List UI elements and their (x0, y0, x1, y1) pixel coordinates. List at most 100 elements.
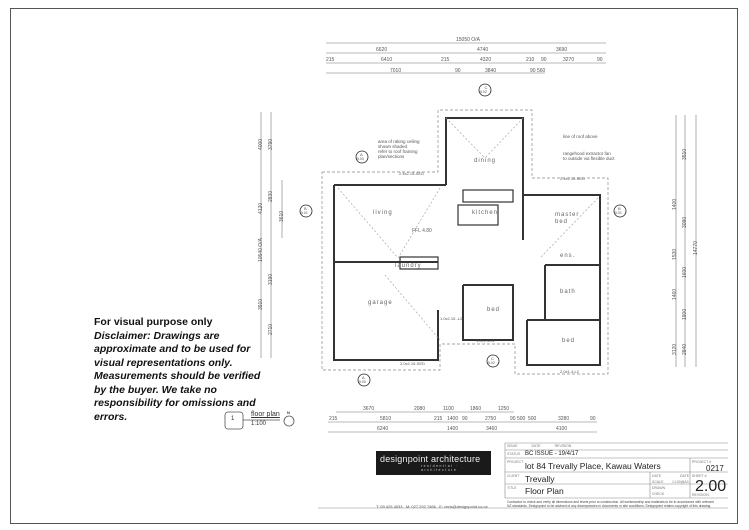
tb-drawn-label: drawn (652, 486, 666, 490)
tb-status: BC ISSUE - 19/4/17 (525, 451, 579, 457)
section-marker-b-left-sheet: 5.01 (301, 211, 308, 215)
dim-right-1: 3090 (682, 216, 688, 228)
dim-top-r2-2: 215 (441, 57, 450, 63)
dim-left-c0: 3910 (258, 298, 264, 310)
dim-bottom-r2-1: 5810 (380, 416, 392, 422)
drawing-scale: 1:100 (251, 421, 267, 427)
drawing-title: floor plan (251, 411, 280, 418)
dim-top-r3-1: 90 (455, 68, 461, 74)
dim-top-r2-3: 4320 (480, 57, 492, 63)
disclaimer: For visual purpose only Disclaimer: Draw… (94, 316, 260, 424)
disclaimer-heading: For visual purpose only (94, 316, 213, 328)
section-marker-b-right-sheet: 5.01 (615, 211, 622, 215)
section-marker-a-bottom: A (362, 375, 365, 380)
section-marker-c-top: C (484, 85, 488, 90)
dim-top-1: 6620 (376, 47, 388, 53)
tb-scale-label: scale (652, 480, 664, 484)
dim-top-r2-7: 90 (597, 57, 603, 63)
dim-left-overall: 10540 O/A (258, 238, 264, 262)
dim-bottom-r2-2: 215 (434, 416, 443, 422)
dim-bottom-r1-4: 1250 (498, 406, 510, 412)
room-label-laundry: laundry (395, 263, 422, 269)
dim-top-r2-5: 90 (541, 57, 547, 63)
drawing-number: 1 (231, 416, 235, 422)
room-label-dining: dining (474, 158, 497, 164)
dim-bottom-r2-4: 90 (462, 416, 468, 422)
window-tag: 1.0x2.15 -L2 (440, 316, 463, 321)
room-label-living: living (373, 210, 393, 216)
dim-top-r2-6: 3270 (563, 57, 575, 63)
dim-bottom-r2-5: 2750 (485, 416, 497, 422)
dim-left-b1: 2830 (268, 190, 274, 202)
dim-top-3: 3690 (556, 47, 568, 53)
dim-top-r2-0: 215 (326, 57, 335, 63)
tb-check-label: check (652, 492, 665, 496)
window-tag: 2.0x1.4-L2 (560, 369, 579, 374)
tb-sheet-no: 2.00 (695, 478, 727, 495)
note-raking-ceiling: area of raking ceiling shown shaded refe… (378, 139, 420, 159)
note-line: shown shaded (378, 144, 408, 149)
dim-bottom-r3-0: 6240 (377, 426, 389, 432)
room-label-garage: garage (368, 300, 393, 306)
dim-left-c2: 2710 (268, 323, 274, 335)
dim-bottom-r2-8: 500 (528, 416, 537, 422)
room-label-bed-2: bed (562, 338, 576, 344)
dim-overall-top: 15050 O/A (456, 37, 480, 43)
contact-line: T: 09 425 4533 M: 027 292 7466 E: chris@… (376, 504, 488, 509)
dim-bottom-r2-0: 215 (329, 416, 338, 422)
disclaimer-line: by the buyer. We take no (94, 383, 217, 396)
dim-right-4: 2840 (682, 343, 688, 355)
dim-left-b2: 3610 (279, 210, 285, 222)
section-marker-b-left: B (304, 206, 307, 211)
disclaimer-line: Disclaimer: Drawings are (94, 329, 220, 342)
room-label-ensuite: ens. (560, 253, 576, 259)
window-tag: 2.4x2.15-SED (560, 176, 585, 181)
tb-project: lot 84 Trevally Place, Kawau Waters (525, 461, 661, 471)
tb-project-label: project (507, 460, 524, 464)
window-tag: 2.4x2.15-SED (399, 171, 424, 176)
window-tag: 1.8x1.4-L2 (476, 338, 495, 343)
dim-bottom-r3-2: 3460 (486, 426, 498, 432)
note-line: to outside via flexible duct (563, 156, 615, 161)
dim-right-2: 1600 (682, 266, 688, 278)
dim-bottom-r2-9: 3280 (558, 416, 570, 422)
dim-top-r3-0: 7010 (390, 68, 402, 74)
dim-left-c1: 3190 (268, 273, 274, 285)
dim-bottom-r2-7: 500 (517, 416, 526, 422)
dim-right-8: 3120 (672, 343, 678, 355)
note-line: plan/sections (378, 154, 405, 159)
tb-header-revision: revision (554, 444, 572, 448)
contact-mobile: M: 027 292 7466 (405, 504, 436, 509)
disclaimer-line: visual representations only. (94, 356, 233, 369)
tb-revision-label: revision (692, 493, 709, 497)
title-block-header: issue date revision (507, 444, 587, 448)
room-label-kitchen: kitchen (472, 210, 499, 216)
dim-right-overall: 14770 (693, 241, 699, 255)
note-line: rangehood extractor fan (563, 151, 611, 156)
logo-brand: designpoint architecture (380, 454, 481, 464)
dim-top-r2-4: 210 (526, 57, 535, 63)
dim-left-a1: 3790 (268, 138, 274, 150)
dim-right-5: 1400 (672, 198, 678, 210)
section-marker-c-bottom: C (491, 356, 494, 361)
note-line: area of raking ceiling (378, 139, 420, 144)
tb-date-label: date (652, 474, 662, 478)
note-rangehood: rangehood extractor fan to outside via f… (563, 151, 615, 161)
room-label-bed-1: bed (487, 307, 501, 313)
disclaimer-line: errors. (94, 410, 128, 423)
floor-level-label: FFL 4.80 (412, 228, 432, 234)
tb-client-label: client (507, 474, 520, 478)
contact-email: E: chris@designpoint.co.nz (439, 504, 488, 509)
note-roof-line: line of roof above (563, 134, 598, 139)
tb-footer-line-2: NZ standards. Designpoint to be advised … (507, 504, 712, 508)
dim-right-7: 1460 (672, 288, 678, 300)
section-marker-a-bottom-sheet: 5.00 (359, 380, 366, 384)
disclaimer-line: approximate and to be used for (94, 343, 251, 355)
dim-bottom-r2-6: 90 (510, 416, 516, 422)
tb-status-label: status (507, 452, 521, 456)
dim-bottom-r3-1: 1400 (447, 426, 459, 432)
dim-left-b0: 4120 (258, 202, 264, 214)
tb-header-issue: issue (507, 444, 518, 448)
tb-project-no: 0217 (706, 464, 724, 473)
